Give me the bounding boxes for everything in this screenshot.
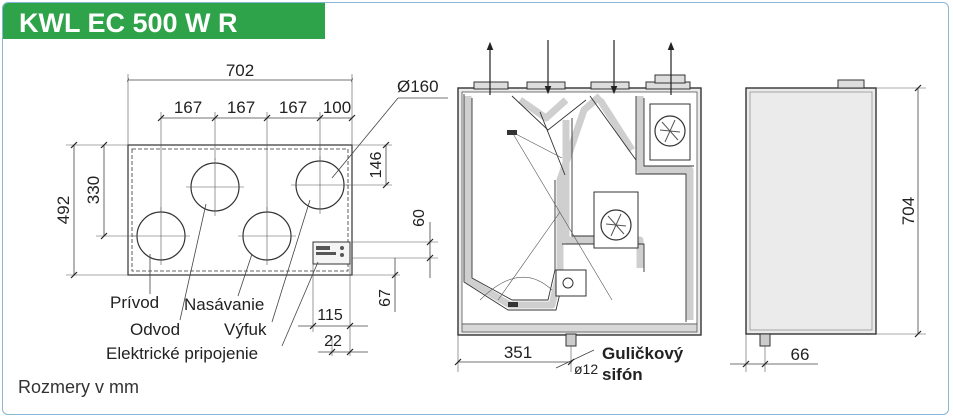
label-elektricke: Elektrické pripojenie <box>106 344 258 363</box>
product-title: KWL EC 500 W R <box>19 8 238 38</box>
dim-text-spacing-1: 167 <box>174 98 202 117</box>
dim-text-351: 351 <box>504 343 532 362</box>
dim-text-67: 67 <box>377 289 394 307</box>
electrical-panel-detail <box>316 246 344 257</box>
dim-text-spacing-4: 100 <box>323 98 351 117</box>
airflow-arrows <box>486 40 675 95</box>
units-caption: Rozmery v mm <box>18 377 139 397</box>
top-nozzles <box>473 74 691 90</box>
control-box <box>555 269 587 297</box>
title-bar: KWL EC 500 W R <box>3 3 325 39</box>
dim-text-spacing-2: 167 <box>227 98 255 117</box>
label-vyfuk: Výfuk <box>224 320 267 339</box>
side-view: 704 66 <box>730 79 926 372</box>
label-siphon-2: sifón <box>602 365 643 384</box>
front-view: 702 167 167 167 100 Ø160 <box>54 61 448 363</box>
dim-text-drain-diameter: ø12 <box>574 361 598 377</box>
label-privod: Prívod <box>110 293 159 312</box>
label-odvod: Odvod <box>130 320 180 339</box>
heat-exchanger <box>479 131 613 301</box>
front-housing <box>127 144 353 276</box>
label-nasavanie: Nasávanie <box>184 295 264 314</box>
label-siphon-1: Guličkový <box>602 344 684 363</box>
outer-frame <box>2 2 949 415</box>
drain-outlet <box>565 333 577 347</box>
dim-text-704: 704 <box>899 197 918 225</box>
side-housing <box>745 87 877 335</box>
middle-view: ø12 Guličkový sifón 351 <box>454 40 702 384</box>
dim-text-702: 702 <box>226 61 254 80</box>
dim-text-146: 146 <box>368 152 385 179</box>
dim-text-diameter: Ø160 <box>397 77 439 96</box>
dim-text-115: 115 <box>317 307 343 324</box>
dim-text-spacing-3: 167 <box>279 98 307 117</box>
dim-text-66: 66 <box>791 345 810 364</box>
dim-text-330: 330 <box>84 176 103 204</box>
dim-text-60: 60 <box>411 209 428 227</box>
front-housing-inner <box>131 148 349 272</box>
dim-text-492: 492 <box>54 196 73 224</box>
dim-text-22: 22 <box>324 333 342 350</box>
